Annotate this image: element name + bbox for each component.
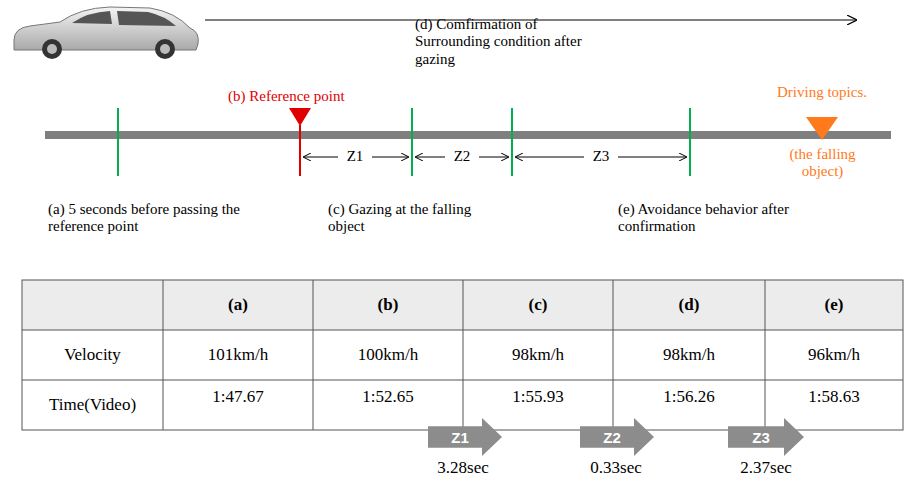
object-marker [806, 117, 838, 140]
table-cell: (c) [463, 280, 613, 330]
table-cell: (b) [313, 280, 463, 330]
duration-value: 2.37sec [721, 458, 811, 478]
reference-marker [289, 108, 311, 126]
table-cell: 101km/h [163, 330, 313, 380]
arrow-label: Z1 [428, 418, 502, 456]
interval-label: Z1 [338, 148, 372, 165]
table-cell: (d) [613, 280, 765, 330]
event-label: (d) Comfirmation of Surrounding conditio… [415, 16, 605, 68]
table-cell: 1:52.65 [313, 372, 463, 422]
reference-label: (b) Reference point [228, 88, 378, 105]
interval-label: Z3 [584, 148, 618, 165]
table-cell: Velocity [22, 330, 163, 380]
event-label: (c) Gazing at the falling object [328, 201, 478, 236]
reference-tick [299, 125, 301, 176]
arrow-label: Z3 [728, 418, 804, 456]
table-cell: 98km/h [613, 330, 765, 380]
table-cell: 1:55.93 [463, 372, 613, 422]
table-cell: 100km/h [313, 330, 463, 380]
table-cell: (e) [765, 280, 903, 330]
table-cell: 1:58.63 [765, 372, 903, 422]
duration-value: 0.33sec [571, 458, 661, 478]
block-arrow: Z1 [428, 418, 502, 456]
block-arrow: Z2 [580, 418, 654, 456]
road-bar [45, 131, 891, 139]
topic-label: Driving topics. [752, 84, 892, 101]
table-cell: (a) [163, 280, 313, 330]
table-cell: Time(Video) [22, 380, 163, 430]
interval-label: Z2 [445, 148, 479, 165]
event-label: (e) Avoidance behavior after confirmatio… [618, 201, 808, 236]
data-table [22, 280, 903, 430]
arrow-label: Z2 [580, 418, 654, 456]
table-cell: 96km/h [765, 330, 903, 380]
event-ticks [118, 108, 690, 176]
table-cell: 98km/h [463, 330, 613, 380]
block-arrow: Z3 [728, 418, 804, 456]
car-illustration [14, 7, 198, 59]
duration-value: 3.28sec [418, 458, 508, 478]
table-cell: 1:56.26 [613, 372, 765, 422]
topic-label: (the falling object) [775, 146, 870, 181]
event-label: (a) 5 seconds before passing the referen… [48, 201, 263, 236]
table-cell: 1:47.67 [163, 372, 313, 422]
